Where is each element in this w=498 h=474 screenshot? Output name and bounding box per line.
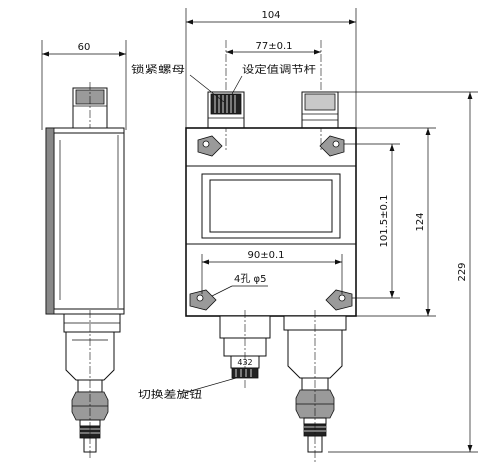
dim-knob-spacing-label: 77±0.1 (255, 41, 292, 52)
mounting-screw-top-left (197, 135, 223, 157)
callout-lock-nut: 锁紧螺母 (131, 63, 225, 103)
callout-mounting-holes-label: 4孔 φ5 (234, 273, 267, 285)
dim-overall-width-label: 104 (261, 10, 280, 21)
dim-side-width: 60 (42, 42, 126, 57)
setpoint-knob (207, 91, 245, 129)
side-view (41, 40, 127, 460)
scale-mark-label: 432 (237, 358, 252, 367)
callout-setpoint-rod-label: 设定值调节杆 (242, 63, 316, 76)
side-top-knob (72, 82, 108, 138)
dim-hole-spacing-horizontal-label: 90±0.1 (247, 250, 284, 261)
dim-body-height-label: 124 (415, 212, 426, 231)
mounting-screw-bottom-left (189, 289, 217, 311)
callout-lock-nut-label: 锁紧螺母 (131, 63, 185, 76)
dim-hole-spacing-vertical-label: 101.5±0.1 (379, 195, 390, 248)
callout-diff-knob: 切换差旋钮 (138, 377, 237, 401)
front-view (185, 8, 357, 462)
callout-mounting-holes: 4孔 φ5 (211, 273, 268, 297)
dim-hole-spacing-horizontal: 90±0.1 (201, 250, 343, 294)
mounting-screw-bottom-right (325, 289, 353, 311)
dim-hole-spacing-vertical: 101.5±0.1 (344, 143, 400, 299)
dim-overall-height-label: 229 (457, 262, 468, 281)
callout-setpoint-rod: 设定值调节杆 (231, 63, 316, 95)
dim-overall-width: 104 (186, 10, 356, 25)
dim-body-height: 124 (356, 127, 436, 317)
dim-knob-spacing: 77±0.1 (226, 41, 321, 55)
dim-side-width-label: 60 (78, 42, 91, 53)
front-housing (185, 127, 357, 317)
dim-overall-height: 229 (328, 91, 478, 453)
callout-diff-knob-label: 切换差旋钮 (138, 388, 202, 401)
right-knob (301, 91, 339, 129)
mounting-screw-top-right (319, 135, 345, 157)
side-housing (45, 127, 125, 315)
